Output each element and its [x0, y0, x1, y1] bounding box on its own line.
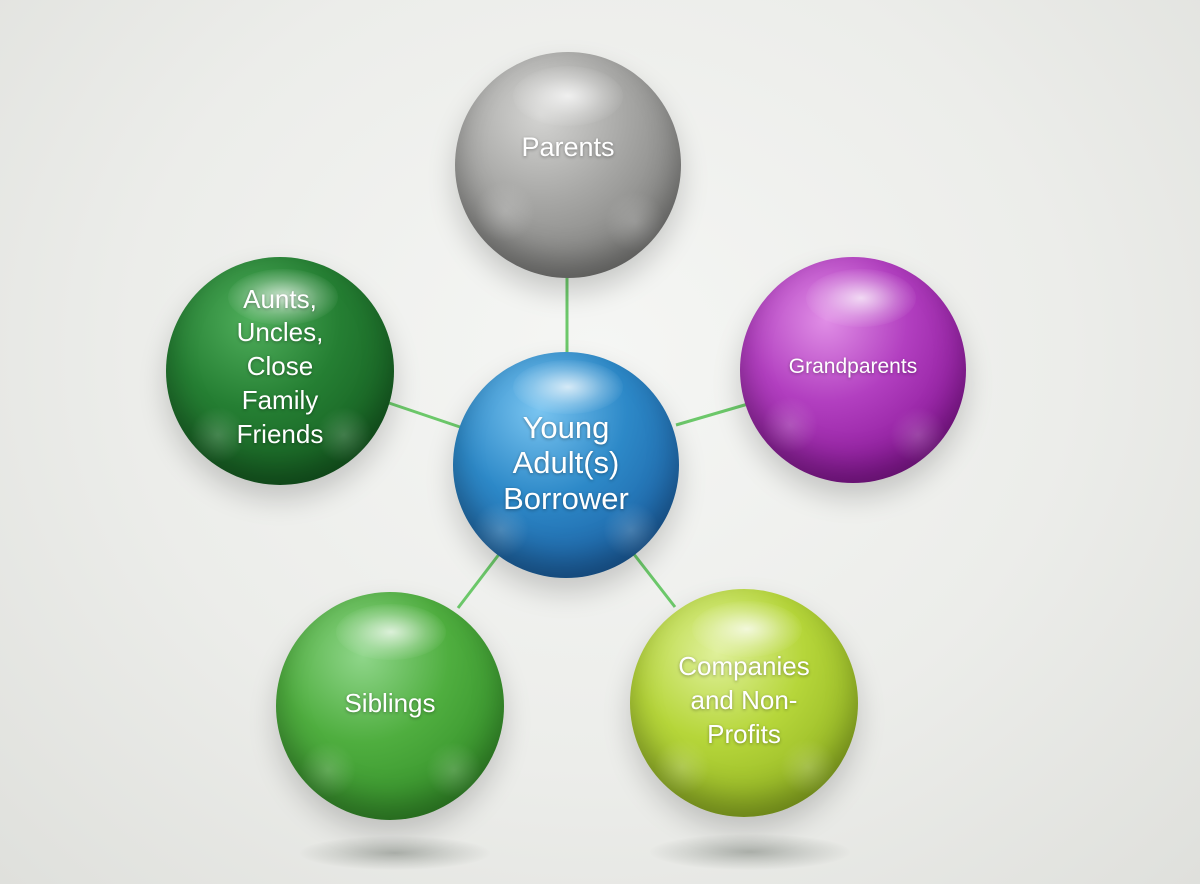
grandparents-node: Grandparents: [740, 257, 966, 483]
sphere-shadow: [300, 836, 490, 870]
sphere-highlight: [513, 66, 623, 126]
connector-grandparents: [675, 402, 749, 427]
sphere-highlight: [806, 269, 916, 327]
grandparents-label: Grandparents: [788, 355, 918, 379]
sphere-highlight: [513, 360, 623, 414]
sphere-reflection: [475, 182, 535, 242]
sphere-shadow: [650, 834, 850, 870]
siblings-label: Siblings: [344, 688, 436, 719]
aunts-uncles-friends-label: Aunts, Uncles, Close Family Friends: [236, 283, 324, 449]
connector-siblings: [456, 552, 502, 609]
companies-nonprofits-node: Companies and Non- Profits: [630, 589, 858, 817]
connector-companies: [631, 552, 677, 608]
aunts-uncles-friends-node: Aunts, Uncles, Close Family Friends: [166, 257, 394, 485]
connector-aunts: [388, 401, 461, 429]
borrower-node: Young Adult(s) Borrower: [453, 352, 679, 578]
borrower-label: Young Adult(s) Borrower: [503, 409, 629, 516]
parents-node: Parents: [455, 52, 681, 278]
companies-nonprofits-label: Companies and Non- Profits: [678, 651, 810, 749]
sphere-highlight: [692, 601, 802, 657]
sphere-highlight: [336, 604, 446, 660]
siblings-node: Siblings: [276, 592, 504, 820]
parents-label: Parents: [521, 131, 615, 162]
sphere-reflection: [762, 397, 818, 453]
